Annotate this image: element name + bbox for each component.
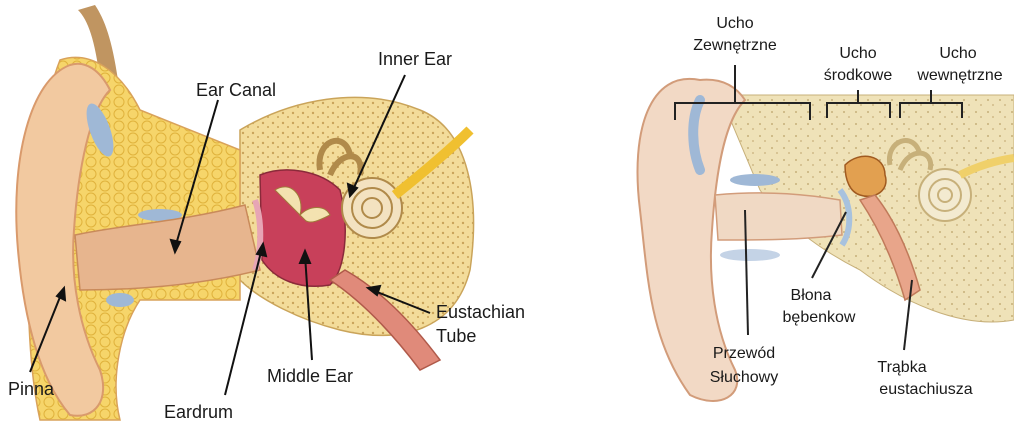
label-outer-ear-line2: Zewnętrzne xyxy=(693,37,777,54)
label-ear-canal: Ear Canal xyxy=(196,80,276,100)
label-middle-ear-line2: środkowe xyxy=(824,67,893,84)
label-inner-ear: Inner Ear xyxy=(378,49,452,69)
label-inner-ear-line2: wewnętrzne xyxy=(916,67,1002,84)
cartilage-illustration xyxy=(730,174,780,186)
label-eardrum: Eardrum xyxy=(164,402,233,422)
cartilage-illustration xyxy=(106,293,134,307)
label-eustachian-line1: Trąbka xyxy=(877,359,926,376)
right-ear-diagram: Ucho Zewnętrzne Ucho środkowe Ucho wewnę… xyxy=(638,15,1014,401)
left-ear-diagram: Ear Canal Inner Ear Eustachian Tube Midd… xyxy=(8,5,525,422)
label-outer-ear-line1: Ucho xyxy=(716,15,753,32)
label-eardrum-line2: bębenkow xyxy=(783,309,856,326)
label-ear-canal-line1: Przewód xyxy=(713,345,775,362)
label-middle-ear: Middle Ear xyxy=(267,366,353,386)
label-middle-ear-line1: Ucho xyxy=(839,45,876,62)
ear-canal-illustration xyxy=(715,193,842,240)
label-eustachian-line2: Tube xyxy=(436,326,476,346)
label-eustachian-line1: Eustachian xyxy=(436,302,525,322)
label-pinna: Pinna xyxy=(8,379,55,399)
label-ear-canal-line2: Słuchowy xyxy=(710,369,778,386)
label-eustachian-line2: eustachiusza xyxy=(879,381,972,398)
label-inner-ear-line1: Ucho xyxy=(939,45,976,62)
middle-ear-cavity xyxy=(260,170,345,286)
label-eardrum-line1: Błona xyxy=(791,287,832,304)
cartilage-illustration xyxy=(720,249,780,261)
